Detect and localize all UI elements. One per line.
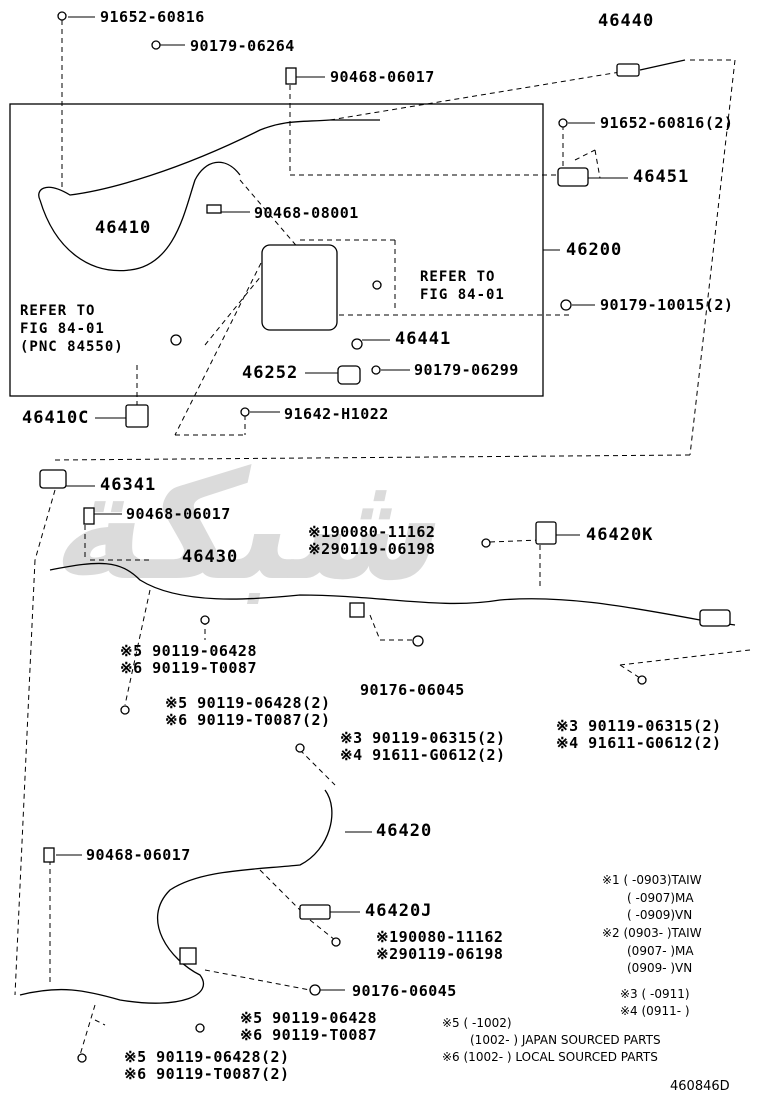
part-label-pair: ※5 90119-06428 ※6 90119-T0087 (120, 642, 257, 677)
part-label: 46341 (100, 475, 157, 495)
bracket-46420j (299, 904, 331, 920)
reference-note: REFER TO FIG 84-01 (PNC 84550) (20, 303, 124, 355)
footnote: ( -0909)VN (627, 908, 693, 922)
bolt-d (200, 615, 210, 625)
footnote: (1002- ) JAPAN SOURCED PARTS (470, 1033, 661, 1047)
clamp-90176-b (179, 947, 197, 965)
part-label: 46430 (182, 547, 239, 567)
part-label-pair: ※190080-11162 ※290119-06198 (376, 928, 504, 963)
part-label: 90179-10015(2) (600, 296, 734, 314)
part-label: 46252 (242, 363, 299, 383)
bracket-46451 (557, 167, 589, 187)
clip-90179-06264 (151, 40, 161, 50)
cable-46430 (49, 562, 736, 626)
nut-46441 (351, 338, 363, 350)
bolt-a (57, 11, 67, 21)
part-label: 90179-06299 (414, 361, 519, 379)
part-label: 46440 (598, 11, 655, 31)
footnote: ( -0907)MA (627, 891, 694, 905)
footnote: ※1 ( -0903)TAIW (602, 873, 702, 887)
clip-46252 (337, 365, 361, 385)
bracket-46440 (616, 63, 640, 77)
clip-90468-d (206, 204, 222, 214)
nut-90179-10015 (560, 299, 572, 311)
end-fitting (699, 609, 731, 627)
part-label-pair: ※5 90119-06428 ※6 90119-T0087 (240, 1009, 377, 1044)
part-label-pair: ※190080-11162 ※290119-06198 (308, 523, 436, 558)
footnote: (0909- )VN (627, 961, 693, 975)
part-label: 90468-06017 (330, 68, 435, 86)
footnote: ※3 ( -0911) (620, 987, 690, 1001)
bracket-46410c (125, 404, 149, 428)
part-label: 90468-08001 (254, 204, 359, 222)
part-label: 46441 (395, 329, 452, 349)
bolt-h (295, 743, 305, 753)
part-label: 90468-06017 (86, 846, 191, 864)
part-label-pair: ※5 90119-06428(2) ※6 90119-T0087(2) (124, 1048, 290, 1083)
clip-90468-c (43, 847, 55, 863)
footnote: ※5 ( -1002) (442, 1016, 512, 1030)
footnote: ※2 (0903- )TAIW (602, 926, 702, 940)
bolt-c (481, 538, 491, 548)
bracket-46341 (39, 469, 67, 489)
bolt-f (120, 705, 130, 715)
cable-46420 (19, 789, 333, 1004)
cable-46410 (38, 119, 331, 201)
part-label-pair: ※3 90119-06315(2) ※4 91611-G0612(2) (556, 717, 722, 752)
bolt-91642 (240, 407, 250, 417)
bracket-46420k (535, 521, 557, 545)
bolt-m (372, 280, 382, 290)
bolt-l (77, 1053, 87, 1063)
bolt-e (412, 635, 424, 647)
clamp-90176-a (349, 602, 365, 618)
part-label-pair: ※3 90119-06315(2) ※4 91611-G0612(2) (340, 729, 506, 764)
part-label: 91652-60816 (100, 8, 205, 26)
figure-id: 460846D (670, 1079, 730, 1094)
clip-90468-a (285, 67, 297, 85)
part-label: 90176-06045 (352, 982, 457, 1000)
reference-note: REFER TO FIG 84-01 (420, 269, 505, 303)
bolt-n (170, 334, 182, 346)
part-label: 91652-60816(2) (600, 114, 734, 132)
nut-90179-06299 (371, 365, 381, 375)
part-label: 90468-06017 (126, 505, 231, 523)
part-label: 46420 (376, 821, 433, 841)
clip-90468-b (83, 507, 95, 525)
footnote: ※6 (1002- ) LOCAL SOURCED PARTS (442, 1050, 658, 1064)
part-label: 46420J (365, 901, 433, 921)
bolt-g (637, 675, 647, 685)
lever-assembly-46200 (261, 244, 338, 331)
part-label-pair: ※5 90119-06428(2) ※6 90119-T0087(2) (165, 694, 331, 729)
part-label: 46410C (22, 408, 90, 428)
footnote: ※4 (0911- ) (620, 1004, 690, 1018)
footnote: (0907- )MA (627, 944, 694, 958)
part-label: 90176-06045 (360, 681, 465, 699)
part-label: 46200 (566, 240, 623, 260)
part-label: 46410 (95, 218, 152, 238)
part-label: 90179-06264 (190, 37, 295, 55)
bolt-i (331, 937, 341, 947)
clip-j (309, 984, 321, 996)
bolt-b (558, 118, 568, 128)
bolt-k (195, 1023, 205, 1033)
part-label: 46451 (633, 167, 690, 187)
part-label: 46420K (586, 525, 654, 545)
part-label: 91642-H1022 (284, 405, 389, 423)
